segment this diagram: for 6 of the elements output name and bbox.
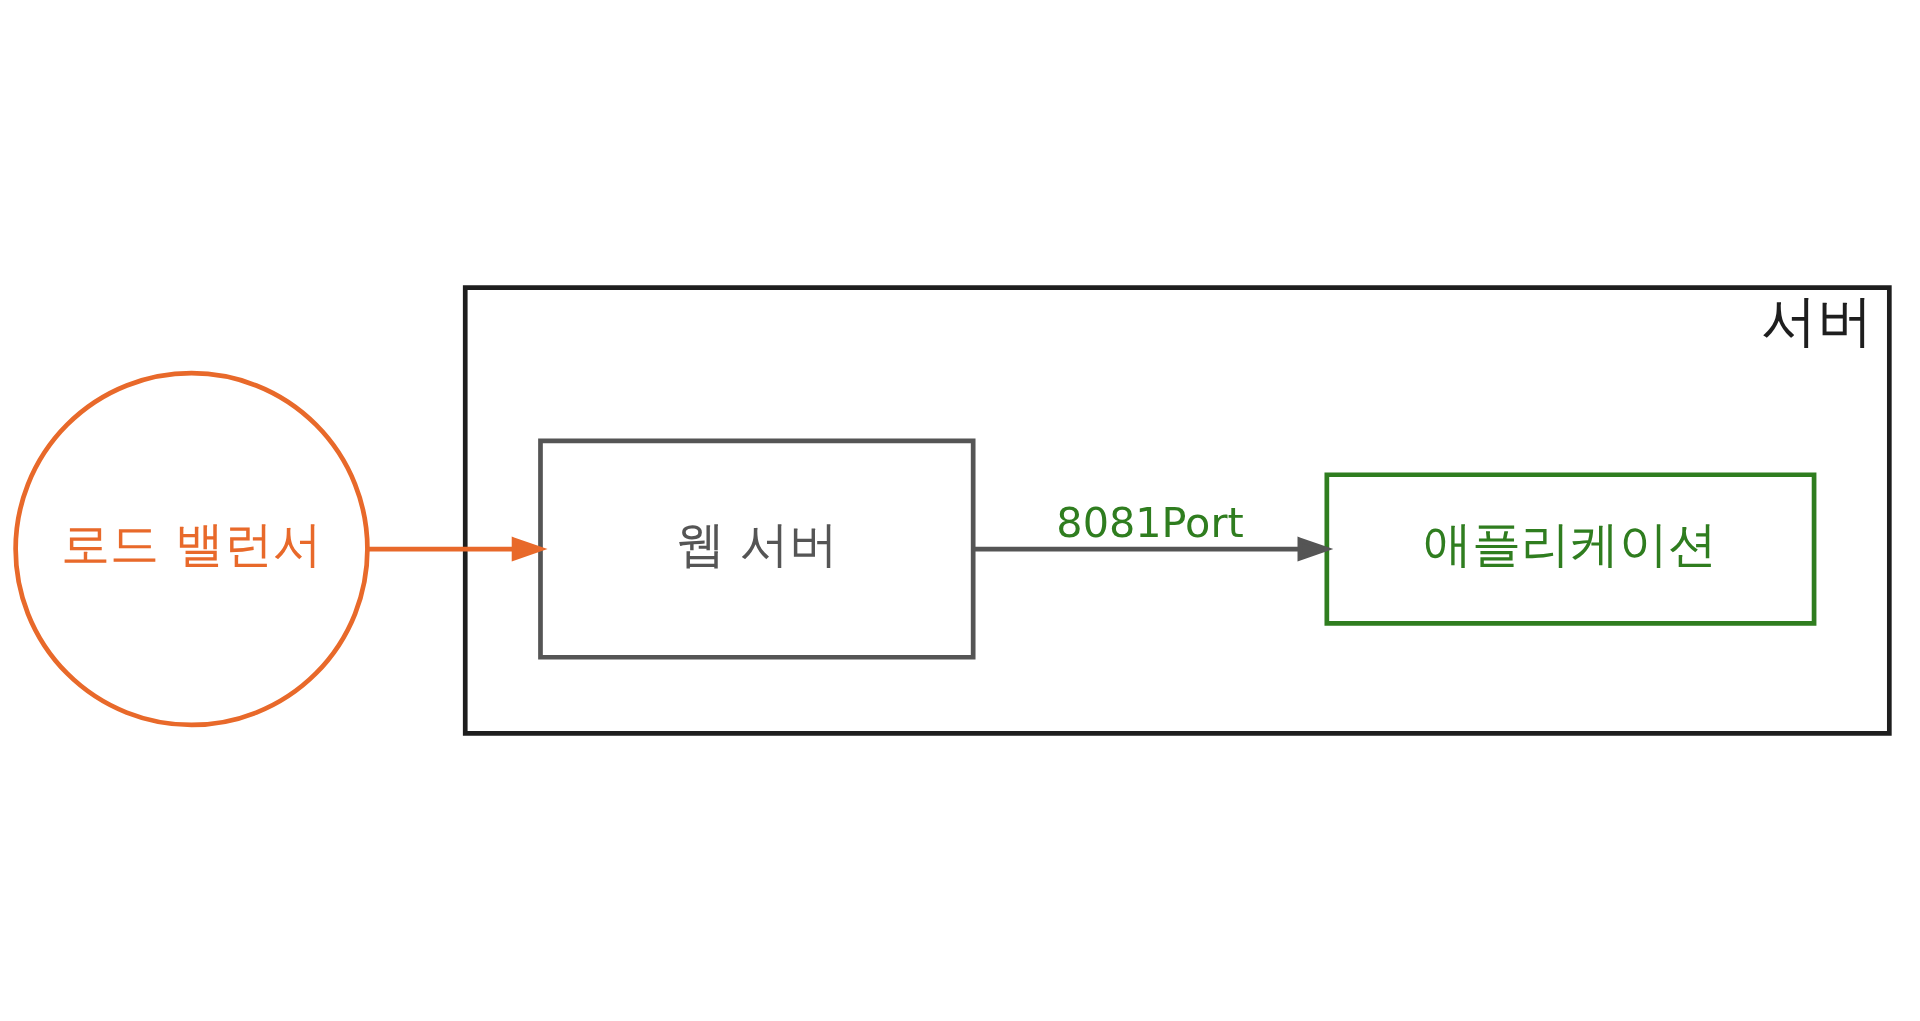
arrow	[973, 536, 1334, 562]
node-box: 웹 서버	[538, 438, 976, 660]
node-circle: 로드 밸런서	[13, 370, 370, 728]
node-box: 애플리케이션	[1324, 472, 1817, 626]
edge-label: 8081Port	[1056, 499, 1244, 548]
arrow	[368, 536, 548, 562]
